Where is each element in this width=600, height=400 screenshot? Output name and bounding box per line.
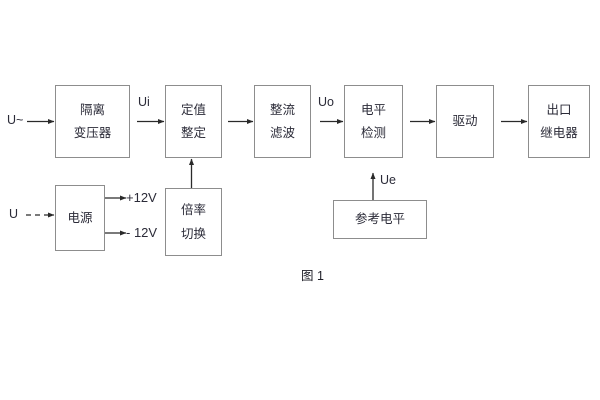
block-label-line2: 变压器 [73, 126, 112, 140]
label-ue: Ue [380, 173, 396, 187]
block-label-line1: 电源 [67, 210, 93, 225]
label-rail-negative: - 12V [126, 225, 158, 240]
block-label-line1: 出口 [546, 102, 572, 117]
block-label-line1: 隔离 [79, 102, 105, 117]
figure-caption: 图 1 [301, 269, 324, 283]
block-label-line2: 整定 [180, 126, 206, 140]
block-drive[interactable]: 驱动 [436, 85, 494, 158]
block-isolation-transformer[interactable]: 隔离 变压器 [55, 85, 130, 158]
block-reference-level[interactable]: 参考电平 [333, 200, 427, 239]
block-output-relay[interactable]: 出口 继电器 [528, 85, 590, 158]
block-label-line1: 倍率 [180, 203, 206, 217]
label-ui: Ui [138, 95, 150, 109]
block-label-line2: 检测 [360, 126, 386, 140]
block-label-line1: 电平 [360, 102, 386, 117]
block-multiplier-switch[interactable]: 倍率 切换 [165, 188, 222, 256]
block-level-detection[interactable]: 电平 检测 [344, 85, 403, 158]
label-input-ac: U~ [7, 113, 24, 127]
block-label-line1: 驱动 [452, 114, 478, 129]
label-rail-positive: +12V [126, 190, 157, 205]
block-power-supply[interactable]: 电源 [55, 185, 105, 251]
block-label-line2: 继电器 [540, 126, 578, 140]
label-input-dc: U [9, 207, 19, 221]
label-uo: Uo [318, 95, 334, 109]
block-rectify-filter[interactable]: 整流 滤波 [254, 85, 311, 158]
block-setting-value[interactable]: 定值 整定 [165, 85, 222, 158]
block-label-line1: 定值 [180, 102, 206, 117]
block-label-line2: 滤波 [269, 126, 295, 140]
block-label-line1: 整流 [269, 102, 295, 117]
block-label-line1: 参考电平 [354, 212, 405, 227]
block-label-line2: 切换 [180, 226, 206, 241]
